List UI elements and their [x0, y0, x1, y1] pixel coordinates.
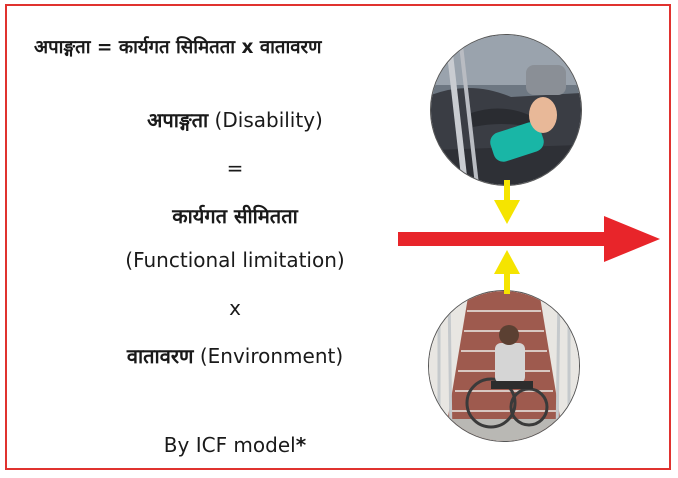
environment-term: वातावरण (Environment) — [50, 342, 420, 369]
leg-cast-photo — [430, 34, 582, 186]
formula-heading: अपाङ्गता = कार्यगत सिमितता x वातावरण — [34, 37, 322, 58]
down-arrow-icon — [494, 180, 520, 224]
disability-devanagari: अपाङ्गता — [147, 108, 209, 132]
disability-english: (Disability) — [208, 108, 323, 132]
source-note: By ICF model* — [50, 433, 420, 457]
environment-english: (Environment) — [193, 344, 344, 368]
functional-english: (Functional limitation) — [125, 248, 345, 272]
wheelchair-stairs-photo — [428, 290, 580, 442]
environment-devanagari: वातावरण — [126, 344, 194, 368]
main-arrow-icon — [398, 216, 660, 262]
disability-term: अपाङ्गता (Disability) — [50, 106, 420, 133]
equals-sign: = — [226, 156, 244, 180]
up-arrow-icon — [494, 250, 520, 294]
multiply-sign: x — [229, 296, 241, 320]
functional-devanagari: कार्यगत सीमितता — [172, 204, 298, 228]
diagram-frame — [5, 4, 671, 470]
source-text: By ICF model — [163, 433, 296, 457]
source-asterisk: * — [295, 433, 307, 457]
